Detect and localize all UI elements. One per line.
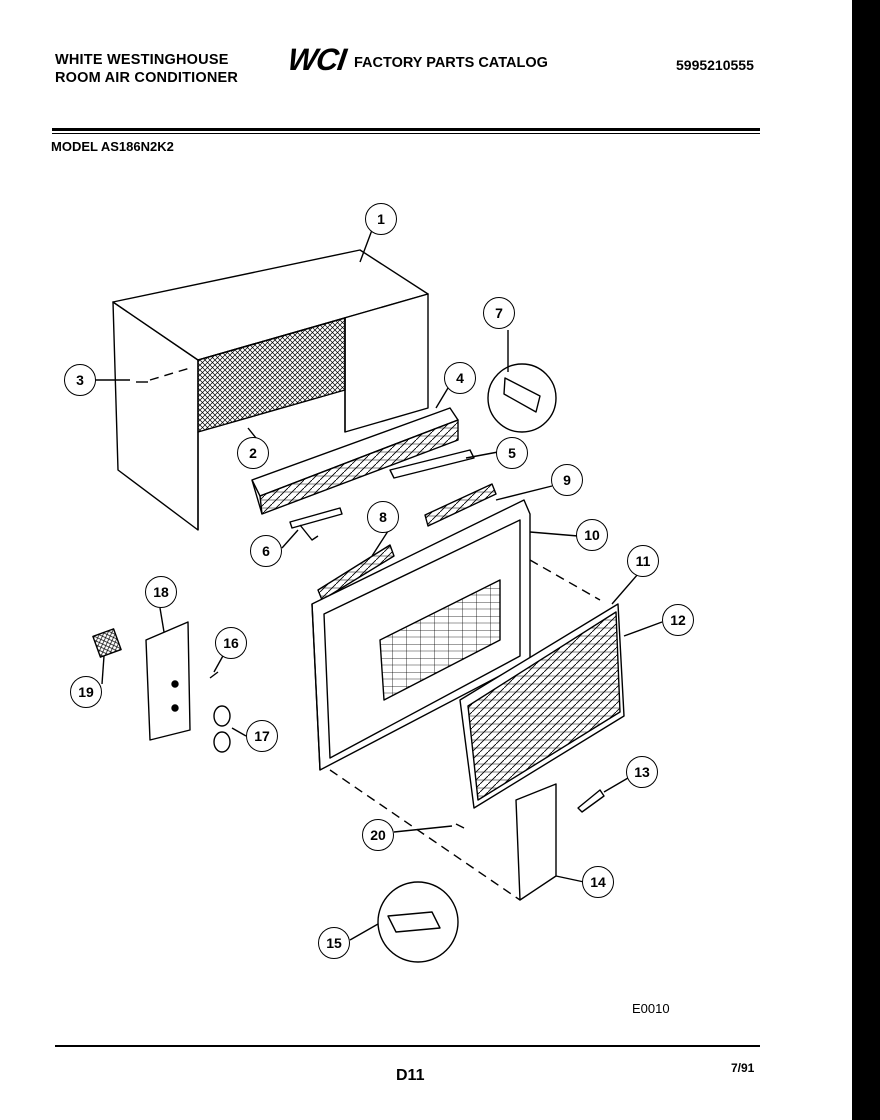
callout-2: 2 <box>237 437 269 469</box>
switch-19 <box>92 628 122 658</box>
front-grille <box>459 603 625 809</box>
callout-12: 12 <box>662 604 694 636</box>
screw-20 <box>455 823 465 829</box>
revision-date: 7/91 <box>731 1061 755 1075</box>
callout-4: 4 <box>444 362 476 394</box>
brand-block: WHITE WESTINGHOUSE ROOM AIR CONDITIONER <box>55 51 238 87</box>
shim-13 <box>577 789 605 813</box>
footer-rule <box>55 1045 760 1047</box>
callout-1: 1 <box>365 203 397 235</box>
louver-9 <box>424 483 497 527</box>
screw-16 <box>209 671 219 679</box>
callout-18: 18 <box>145 576 177 608</box>
callout-15: 15 <box>318 927 350 959</box>
page-edge-bar <box>852 0 880 1120</box>
callout-16: 16 <box>215 627 247 659</box>
control-panel <box>145 621 191 741</box>
front-frame <box>311 499 531 771</box>
callout-13: 13 <box>626 756 658 788</box>
catalog-title: FACTORY PARTS CATALOG <box>354 55 548 71</box>
knob-hole-1 <box>171 680 179 688</box>
catalog-number: 5995210555 <box>676 57 754 73</box>
model-label: MODEL AS186N2K2 <box>51 139 174 154</box>
callout-3: 3 <box>64 364 96 396</box>
page-number: D11 <box>396 1067 425 1084</box>
callout-7: 7 <box>483 297 515 329</box>
header-rule-thin <box>52 133 760 134</box>
brand-line-2: ROOM AIR CONDITIONER <box>55 70 239 86</box>
diagram-code: E0010 <box>632 1001 670 1016</box>
cabinet-shell <box>112 249 429 531</box>
bracket-5 <box>389 449 475 479</box>
header-rule <box>52 128 760 131</box>
callout-20: 20 <box>362 819 394 851</box>
knob-17b <box>213 731 231 753</box>
callout-6: 6 <box>250 535 282 567</box>
callout-8: 8 <box>367 501 399 533</box>
callout-10: 10 <box>576 519 608 551</box>
clip-6 <box>299 524 319 541</box>
brand-line-1: WHITE WESTINGHOUSE <box>55 52 229 68</box>
base-pan-rail <box>251 407 459 515</box>
callout-11: 11 <box>627 545 659 577</box>
latch-15 <box>387 911 441 933</box>
vent-strip-8 <box>317 544 395 601</box>
bracket-6 <box>289 507 343 529</box>
callout-14: 14 <box>582 866 614 898</box>
hinge-7 <box>503 377 541 413</box>
callout-17: 17 <box>246 720 278 752</box>
callout-5: 5 <box>496 437 528 469</box>
alignment-lines <box>149 367 601 901</box>
knob-17a <box>213 705 231 727</box>
knob-hole-2 <box>171 704 179 712</box>
callout-9: 9 <box>551 464 583 496</box>
panel-14 <box>515 783 557 901</box>
callout-19: 19 <box>70 676 102 708</box>
